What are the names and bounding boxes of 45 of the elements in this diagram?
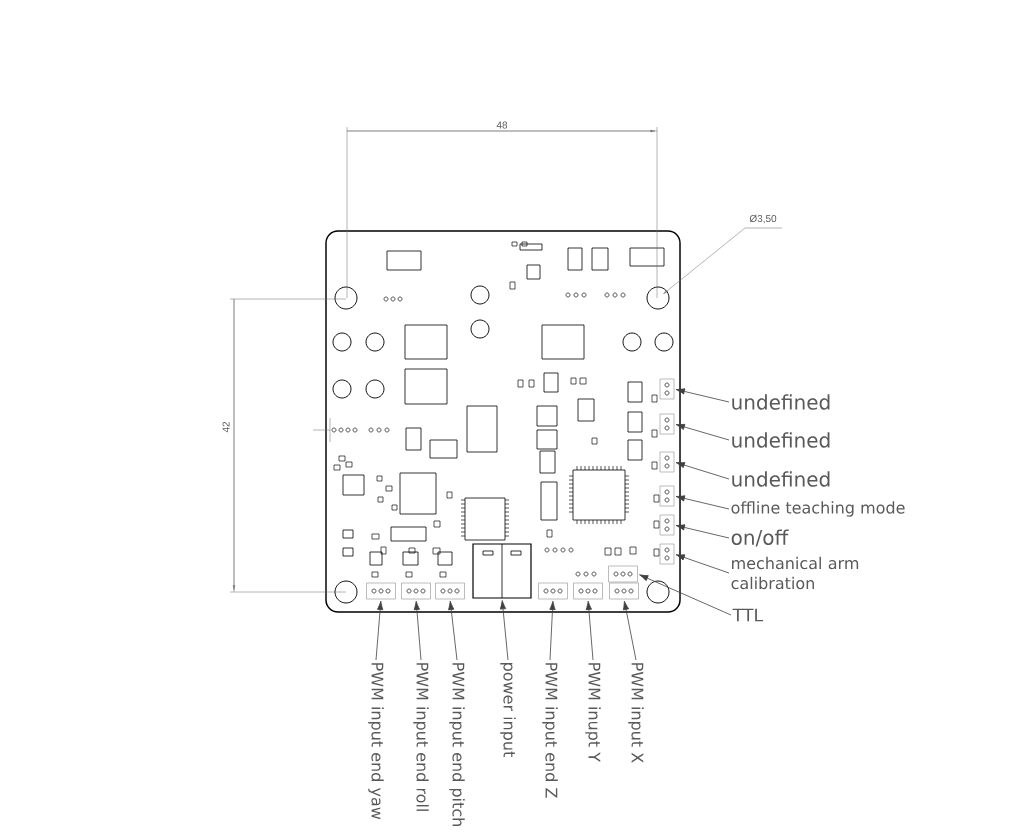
leader-line [413,600,422,661]
leader-line [675,462,730,480]
pin-header [659,485,675,507]
leader-line [675,495,730,510]
callout-text: PWM input end yaw [368,663,384,820]
callout-text: undefined [732,471,830,487]
callout-text: PWM input end roll [413,663,429,811]
leader-line [639,574,732,616]
leader-line [675,388,730,403]
callout-text: on/off [731,529,789,547]
pin-header [609,582,639,600]
pin-header [366,582,396,600]
leader-line [499,600,509,661]
leader-line [622,600,637,661]
dimension-text: Ø3,50 [749,214,777,224]
callout-text: power input [500,663,516,757]
leader-line [675,554,730,574]
leader-line [375,600,384,661]
leader-line [675,524,730,539]
callout-text: PWM input end pitch [449,663,465,826]
usb-connector [472,543,532,599]
pin-header [608,565,638,583]
pin-header [435,582,465,600]
pin-header [659,413,675,435]
callout-text: PWM input end Z [542,663,558,798]
leader-line [448,600,458,661]
pin-header [659,378,675,400]
callout-text: undefined [732,432,830,448]
callout-text: offline teaching mode [731,501,905,517]
callout-text: PWM input X [628,663,644,763]
pin-header [659,451,675,473]
pin-header [659,543,675,565]
leader-line [549,600,556,661]
dimension-text: 42 [222,421,230,433]
pin-header [401,582,431,600]
pin-header [538,582,568,600]
leader-line [675,423,730,441]
callout-text: mechanical arm calibration [731,556,859,590]
pin-header [573,582,603,600]
pin-header [659,514,675,536]
callout-text: PWM inupt Y [585,663,601,763]
leader-line [585,600,594,661]
dimension-text: 48 [496,121,508,129]
callout-text: TTL [732,608,764,622]
callout-text: undefined [732,394,830,410]
